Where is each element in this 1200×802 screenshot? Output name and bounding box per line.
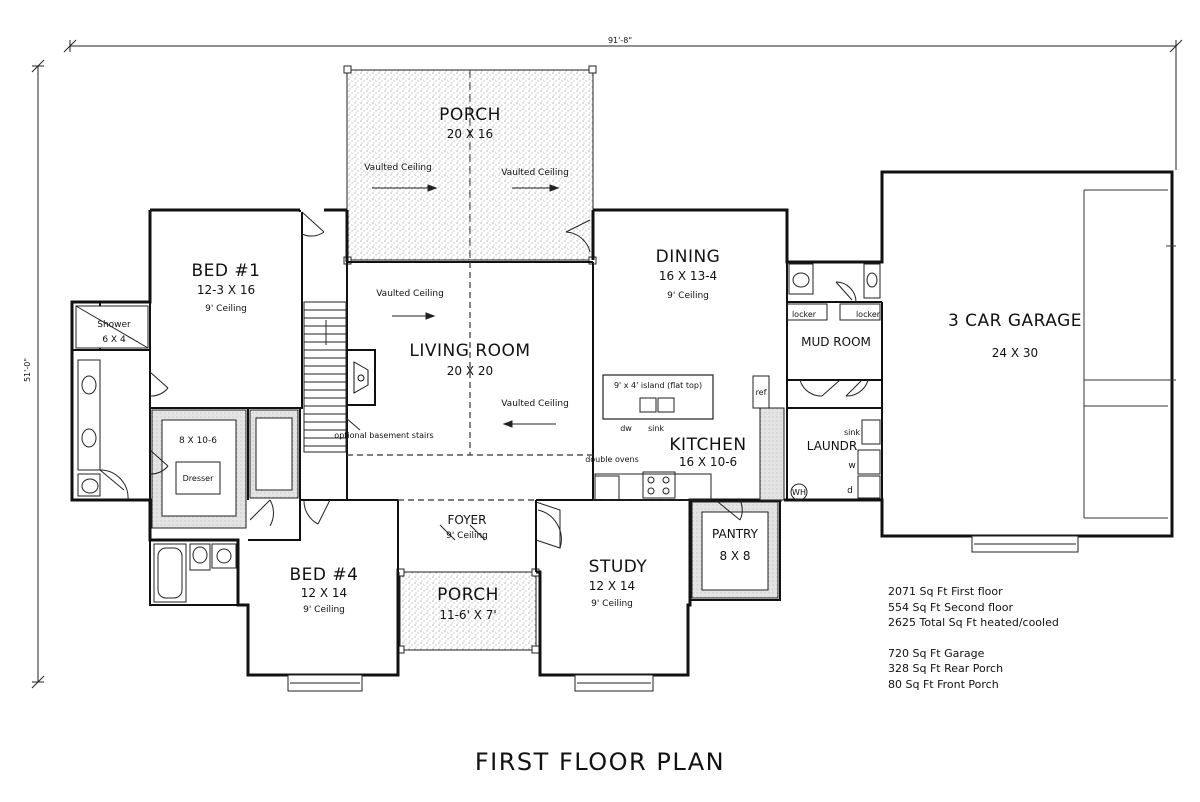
mud-locker1: locker xyxy=(792,310,817,319)
door-swings xyxy=(99,211,857,549)
stats-spacer xyxy=(888,631,1059,646)
labels: 91'-8" 51'-0" PORCH 20 X 16 Vaulted Ceil… xyxy=(23,36,1082,622)
garage-size: 24 X 30 xyxy=(992,346,1038,360)
pantry-shelves xyxy=(691,501,779,599)
shower-name: Shower xyxy=(97,320,131,330)
stat-second-floor: 554 Sq Ft Second floor xyxy=(888,600,1013,614)
bed4-size: 12 X 14 xyxy=(301,586,347,600)
mud-room-name: MUD ROOM xyxy=(801,335,871,349)
laundry-name: LAUNDR xyxy=(807,439,858,453)
square-footage-summary: 2071 Sq Ft First floor 554 Sq Ft Second … xyxy=(888,584,1059,693)
stat-total: 2625 Total Sq Ft heated/cooled xyxy=(888,616,1059,630)
interior-walls xyxy=(72,210,883,606)
laundry-d: d xyxy=(847,486,853,496)
rear-porch xyxy=(343,65,597,265)
bath2-fixtures xyxy=(153,543,237,603)
pantry-size: 8 X 8 xyxy=(719,549,750,563)
kitchen-fixtures xyxy=(594,374,785,501)
dining-ceiling: 9' Ceiling xyxy=(667,291,709,301)
study-size: 12 X 14 xyxy=(589,579,635,593)
kitchen-sink: sink xyxy=(648,424,664,433)
walk-in-closet xyxy=(151,409,299,529)
kitchen-dw: dw xyxy=(620,424,632,433)
bed4-ceiling: 9' Ceiling xyxy=(303,605,345,615)
windows xyxy=(287,535,1079,692)
plan-title: FIRST FLOOR PLAN xyxy=(474,748,726,776)
rear-porch-note1: Vaulted Ceiling xyxy=(364,163,432,173)
dim-depth: 51'-0" xyxy=(23,358,32,382)
front-porch-size: 11-6' X 7' xyxy=(439,608,496,622)
kitchen-ref: ref xyxy=(756,388,767,397)
foyer-ceiling: 9' Ceiling xyxy=(446,531,488,541)
laundry-wh: WH xyxy=(792,488,806,497)
stat-first-floor: 2071 Sq Ft First floor xyxy=(888,585,1003,598)
living-size: 20 X 20 xyxy=(447,364,493,378)
shower-size: 6 X 4 xyxy=(102,335,126,345)
study-name: STUDY xyxy=(589,557,648,577)
garage-doors xyxy=(1083,189,1176,519)
front-porch xyxy=(396,568,540,654)
living-note2: Vaulted Ceiling xyxy=(501,399,569,409)
mud-locker2: locker xyxy=(856,310,881,319)
foyer-name: FOYER xyxy=(448,513,487,527)
bed4-name: BED #4 xyxy=(290,565,359,585)
bed1-name: BED #1 xyxy=(192,261,261,281)
fireplace xyxy=(346,349,376,406)
vaulted-arrows xyxy=(372,184,560,428)
dim-width: 91'-8" xyxy=(608,36,632,45)
stat-rear-porch: 328 Sq Ft Rear Porch xyxy=(888,662,1004,676)
kitchen-island: 9' x 4' island (flat top) xyxy=(614,381,702,390)
pantry-name: PANTRY xyxy=(712,527,759,541)
kitchen-size: 16 X 10-6 xyxy=(679,455,737,469)
living-name: LIVING ROOM xyxy=(409,341,530,361)
laundry-sink: sink xyxy=(844,428,860,437)
closet-dresser: Dresser xyxy=(183,474,214,483)
garage-name: 3 CAR GARAGE xyxy=(948,311,1082,331)
master-bath-fixtures xyxy=(75,305,149,497)
stairs-note: optional basement stairs xyxy=(334,431,433,440)
study-ceiling: 9' Ceiling xyxy=(591,599,633,609)
stat-garage: 720 Sq Ft Garage xyxy=(888,646,985,660)
rear-porch-note2: Vaulted Ceiling xyxy=(501,168,569,178)
dining-size: 16 X 13-4 xyxy=(659,269,717,283)
bed1-size: 12-3 X 16 xyxy=(197,283,255,297)
laundry-w: w xyxy=(848,461,855,471)
closet-size: 8 X 10-6 xyxy=(179,436,217,446)
kitchen-name: KITCHEN xyxy=(669,435,746,455)
rear-porch-size: 20 X 16 xyxy=(447,127,493,141)
dimension-lines xyxy=(31,39,1183,689)
living-note1: Vaulted Ceiling xyxy=(376,289,444,299)
bed1-ceiling: 9' Ceiling xyxy=(205,304,247,314)
stairs xyxy=(303,301,361,453)
stat-front-porch: 80 Sq Ft Front Porch xyxy=(888,677,999,691)
dining-name: DINING xyxy=(656,247,721,267)
mud-laundry-fixtures xyxy=(786,263,881,501)
front-porch-name: PORCH xyxy=(437,585,499,605)
rear-porch-name: PORCH xyxy=(439,105,501,125)
kitchen-ovens: double ovens xyxy=(585,455,639,464)
